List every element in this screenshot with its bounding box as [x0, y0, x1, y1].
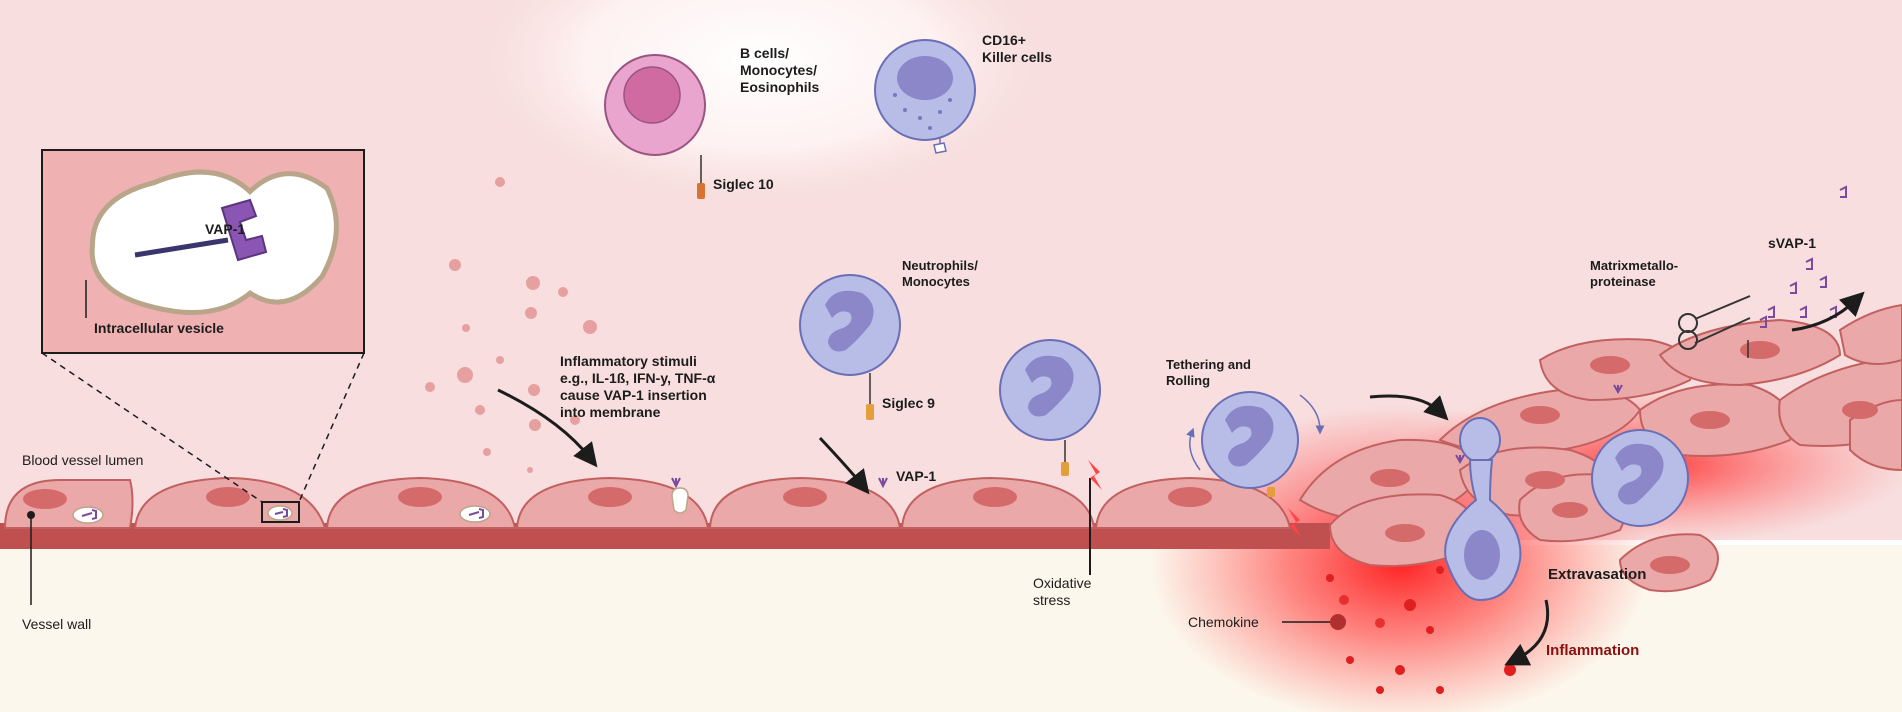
oxidative-stress-label: Oxidative stress	[1033, 575, 1092, 608]
b-cell	[604, 54, 706, 199]
neutrophil-cell	[799, 274, 901, 420]
inflammatory-stimuli-dots	[425, 177, 597, 473]
inflammation-arrow	[1504, 599, 1550, 666]
svap1-arrow	[1791, 291, 1865, 332]
killer-cell	[874, 39, 976, 154]
stimuli-arrow	[497, 388, 598, 468]
tissue-leukocyte	[1591, 429, 1689, 527]
vap1-icon-right-2	[1613, 384, 1623, 395]
vap1-inset-label: VAP-1	[205, 221, 246, 237]
inflammatory-stimuli-label: Inflammatory stimuli e.g., IL-1ß, IFN-y,…	[560, 353, 716, 420]
vap1-membrane-icon	[878, 477, 888, 489]
rolling-arrow	[1369, 394, 1449, 421]
inflammation-label: Inflammation	[1546, 642, 1640, 659]
svap1-label: sVAP-1	[1768, 235, 1816, 251]
small-vesicles	[72, 477, 689, 524]
intracellular-vesicle-label: Intracellular vesicle	[94, 320, 224, 336]
rolling-leukocyte	[1186, 391, 1325, 538]
scissors-icon	[1678, 295, 1751, 350]
adhering-leukocyte	[999, 339, 1102, 570]
neutrophil-arrow	[818, 436, 870, 495]
siglec9-label: Siglec 9	[882, 395, 935, 411]
neutrophils-monocytes-label: Neutrophils/ Monocytes	[902, 258, 978, 289]
extravasating-leukocyte	[1444, 417, 1522, 602]
svap1-fragments	[1759, 185, 1847, 328]
chemokine-marker	[1330, 614, 1346, 630]
extravasation-label: Extravasation	[1548, 566, 1647, 583]
chemokine-label: Chemokine	[1188, 614, 1259, 630]
cd16-killer-label: CD16+ Killer cells	[982, 32, 1053, 65]
tethering-rolling-label: Tethering and Rolling	[1166, 357, 1251, 388]
vessel-wall-label: Vessel wall	[22, 616, 92, 632]
chemokine-dots	[1326, 566, 1516, 694]
blood-vessel-lumen-label: Blood vessel lumen	[22, 452, 144, 468]
inset-box	[41, 149, 365, 503]
matrixmetalloproteinase-label: Matrixmetallo- proteinase	[1590, 258, 1679, 289]
inflamed-nuclei	[1370, 341, 1878, 574]
vap1-icon-right-1	[1455, 454, 1465, 465]
siglec10-label: Siglec 10	[713, 176, 774, 192]
b-cells-label: B cells/ Monocytes/ Eosinophils	[740, 45, 820, 95]
vap1-membrane-label: VAP-1	[896, 468, 937, 484]
